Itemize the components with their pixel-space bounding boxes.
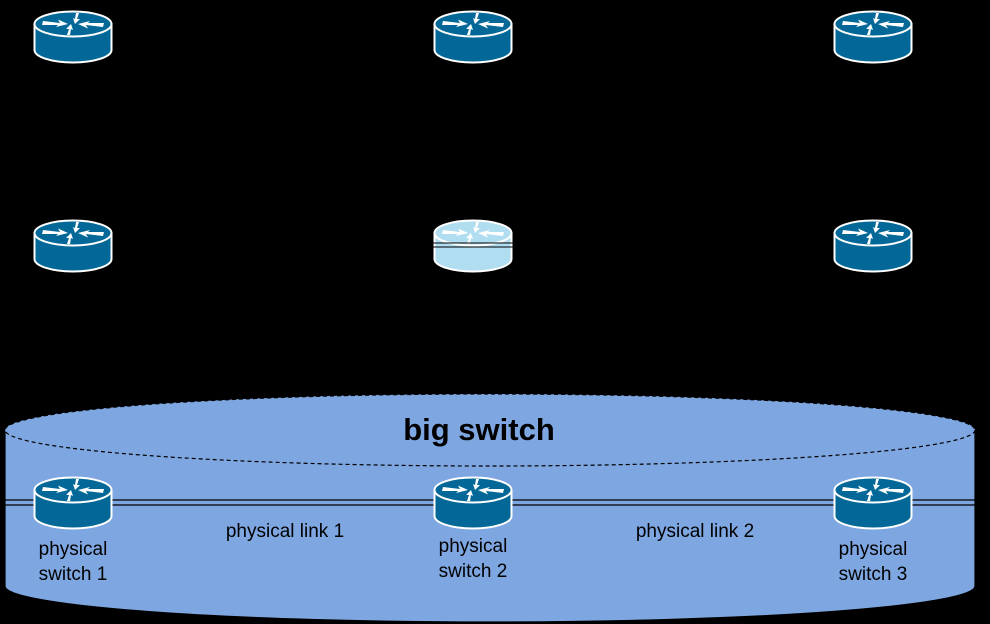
- physical-switch-3-label-line1: physical: [839, 539, 908, 560]
- router-middle-center: [433, 219, 513, 273]
- physical-link-1-label: physical link 1: [226, 521, 344, 542]
- physical-switch-1: [33, 476, 113, 530]
- router-middle-right: [833, 219, 913, 273]
- router-icon: [433, 476, 513, 530]
- router-icon: [33, 219, 113, 273]
- physical-link-2-label: physical link 2: [636, 521, 754, 542]
- physical-switch-1-label-line1: physical: [39, 539, 108, 560]
- router-top-right: [833, 10, 913, 64]
- router-icon: [433, 10, 513, 64]
- big-switch-title: big switch: [403, 412, 555, 447]
- physical-switch-1-label-line2: switch 1: [39, 564, 108, 585]
- physical-switch-3: [833, 476, 913, 530]
- router-icon: [833, 219, 913, 273]
- router-top-left: [33, 10, 113, 64]
- router-icon: [433, 219, 513, 273]
- physical-switch-3-label-line2: switch 3: [839, 564, 908, 585]
- physical-switch-2: [433, 476, 513, 530]
- router-icon: [833, 476, 913, 530]
- router-icon: [833, 10, 913, 64]
- physical-switch-2-label-line2: switch 2: [439, 561, 508, 582]
- router-icon: [33, 476, 113, 530]
- router-top-center: [433, 10, 513, 64]
- router-icon: [33, 10, 113, 64]
- router-middle-left: [33, 219, 113, 273]
- physical-switch-2-label-line1: physical: [439, 536, 508, 557]
